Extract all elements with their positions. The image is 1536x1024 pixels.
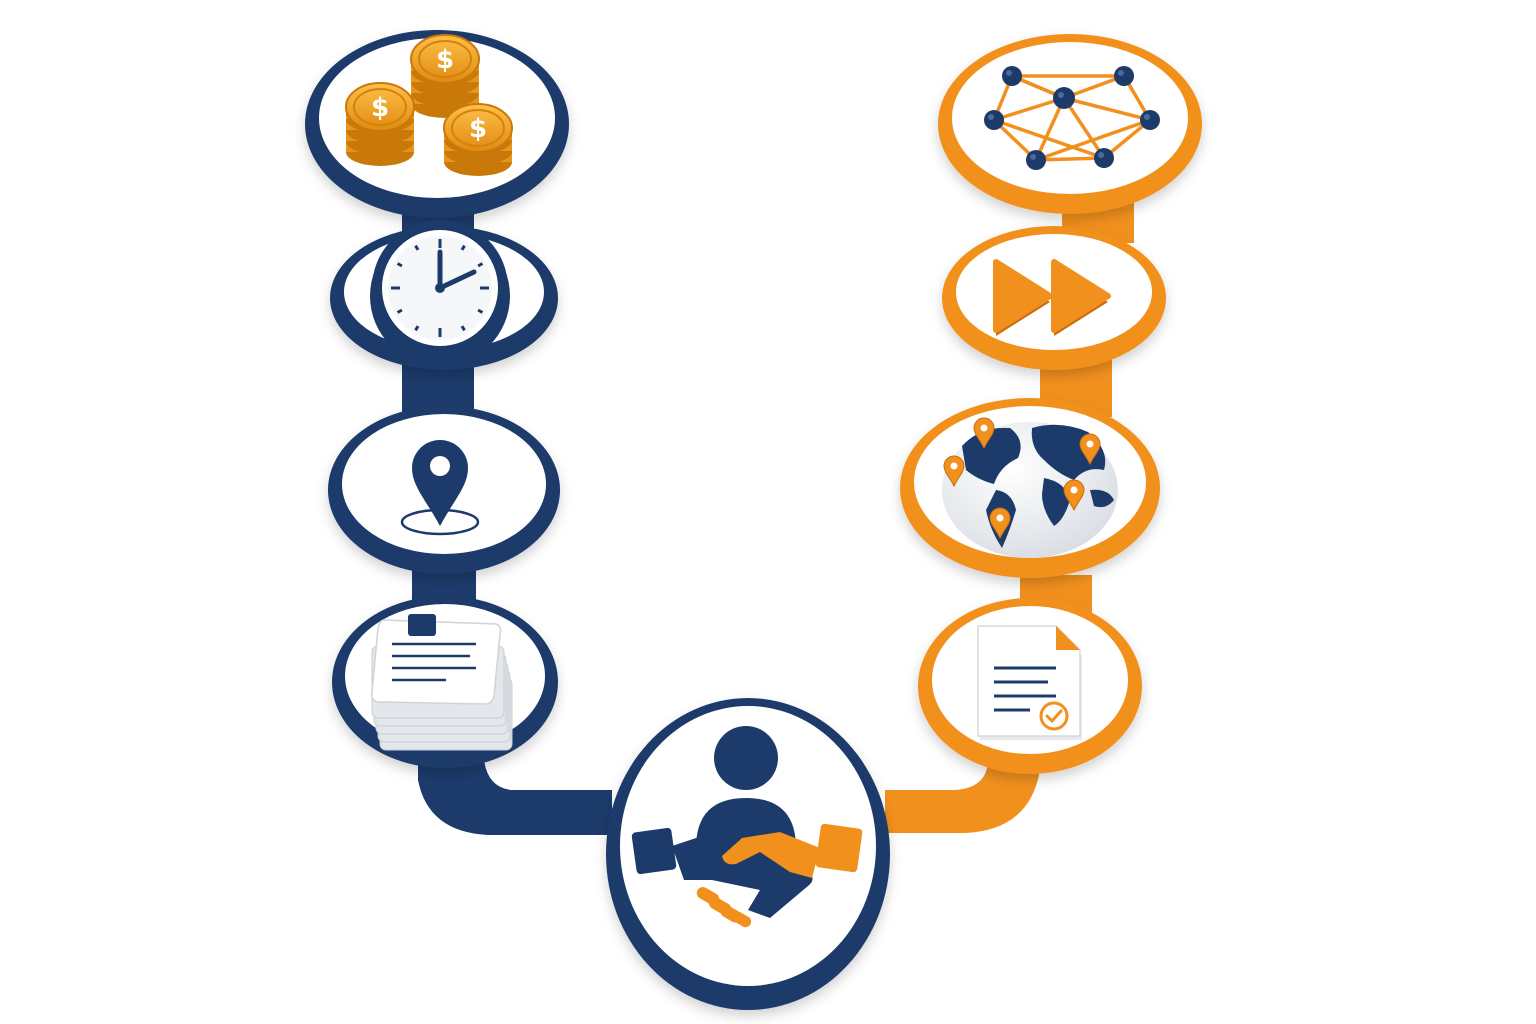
node-network bbox=[938, 34, 1202, 214]
person-handshake-icon bbox=[631, 726, 863, 928]
map-pin-icon bbox=[989, 507, 1011, 540]
location-pin-icon bbox=[400, 440, 480, 536]
clock-icon bbox=[370, 220, 510, 366]
dollar-coins-icon: $ $ $ bbox=[345, 34, 513, 176]
map-pin-icon bbox=[973, 417, 995, 450]
document-stack-icon bbox=[370, 614, 513, 751]
fast-forward-icon bbox=[993, 259, 1111, 336]
dollar-sign-icon: $ bbox=[371, 93, 389, 123]
map-pin-icon bbox=[943, 455, 965, 488]
map-pin-icon bbox=[1079, 433, 1101, 466]
dollar-sign-icon: $ bbox=[436, 45, 454, 75]
map-pin-icon bbox=[1063, 479, 1085, 512]
dollar-sign-icon: $ bbox=[469, 114, 487, 144]
network-icon bbox=[984, 66, 1160, 170]
globe-pins-icon bbox=[942, 417, 1118, 558]
approved-document-icon bbox=[977, 625, 1082, 740]
